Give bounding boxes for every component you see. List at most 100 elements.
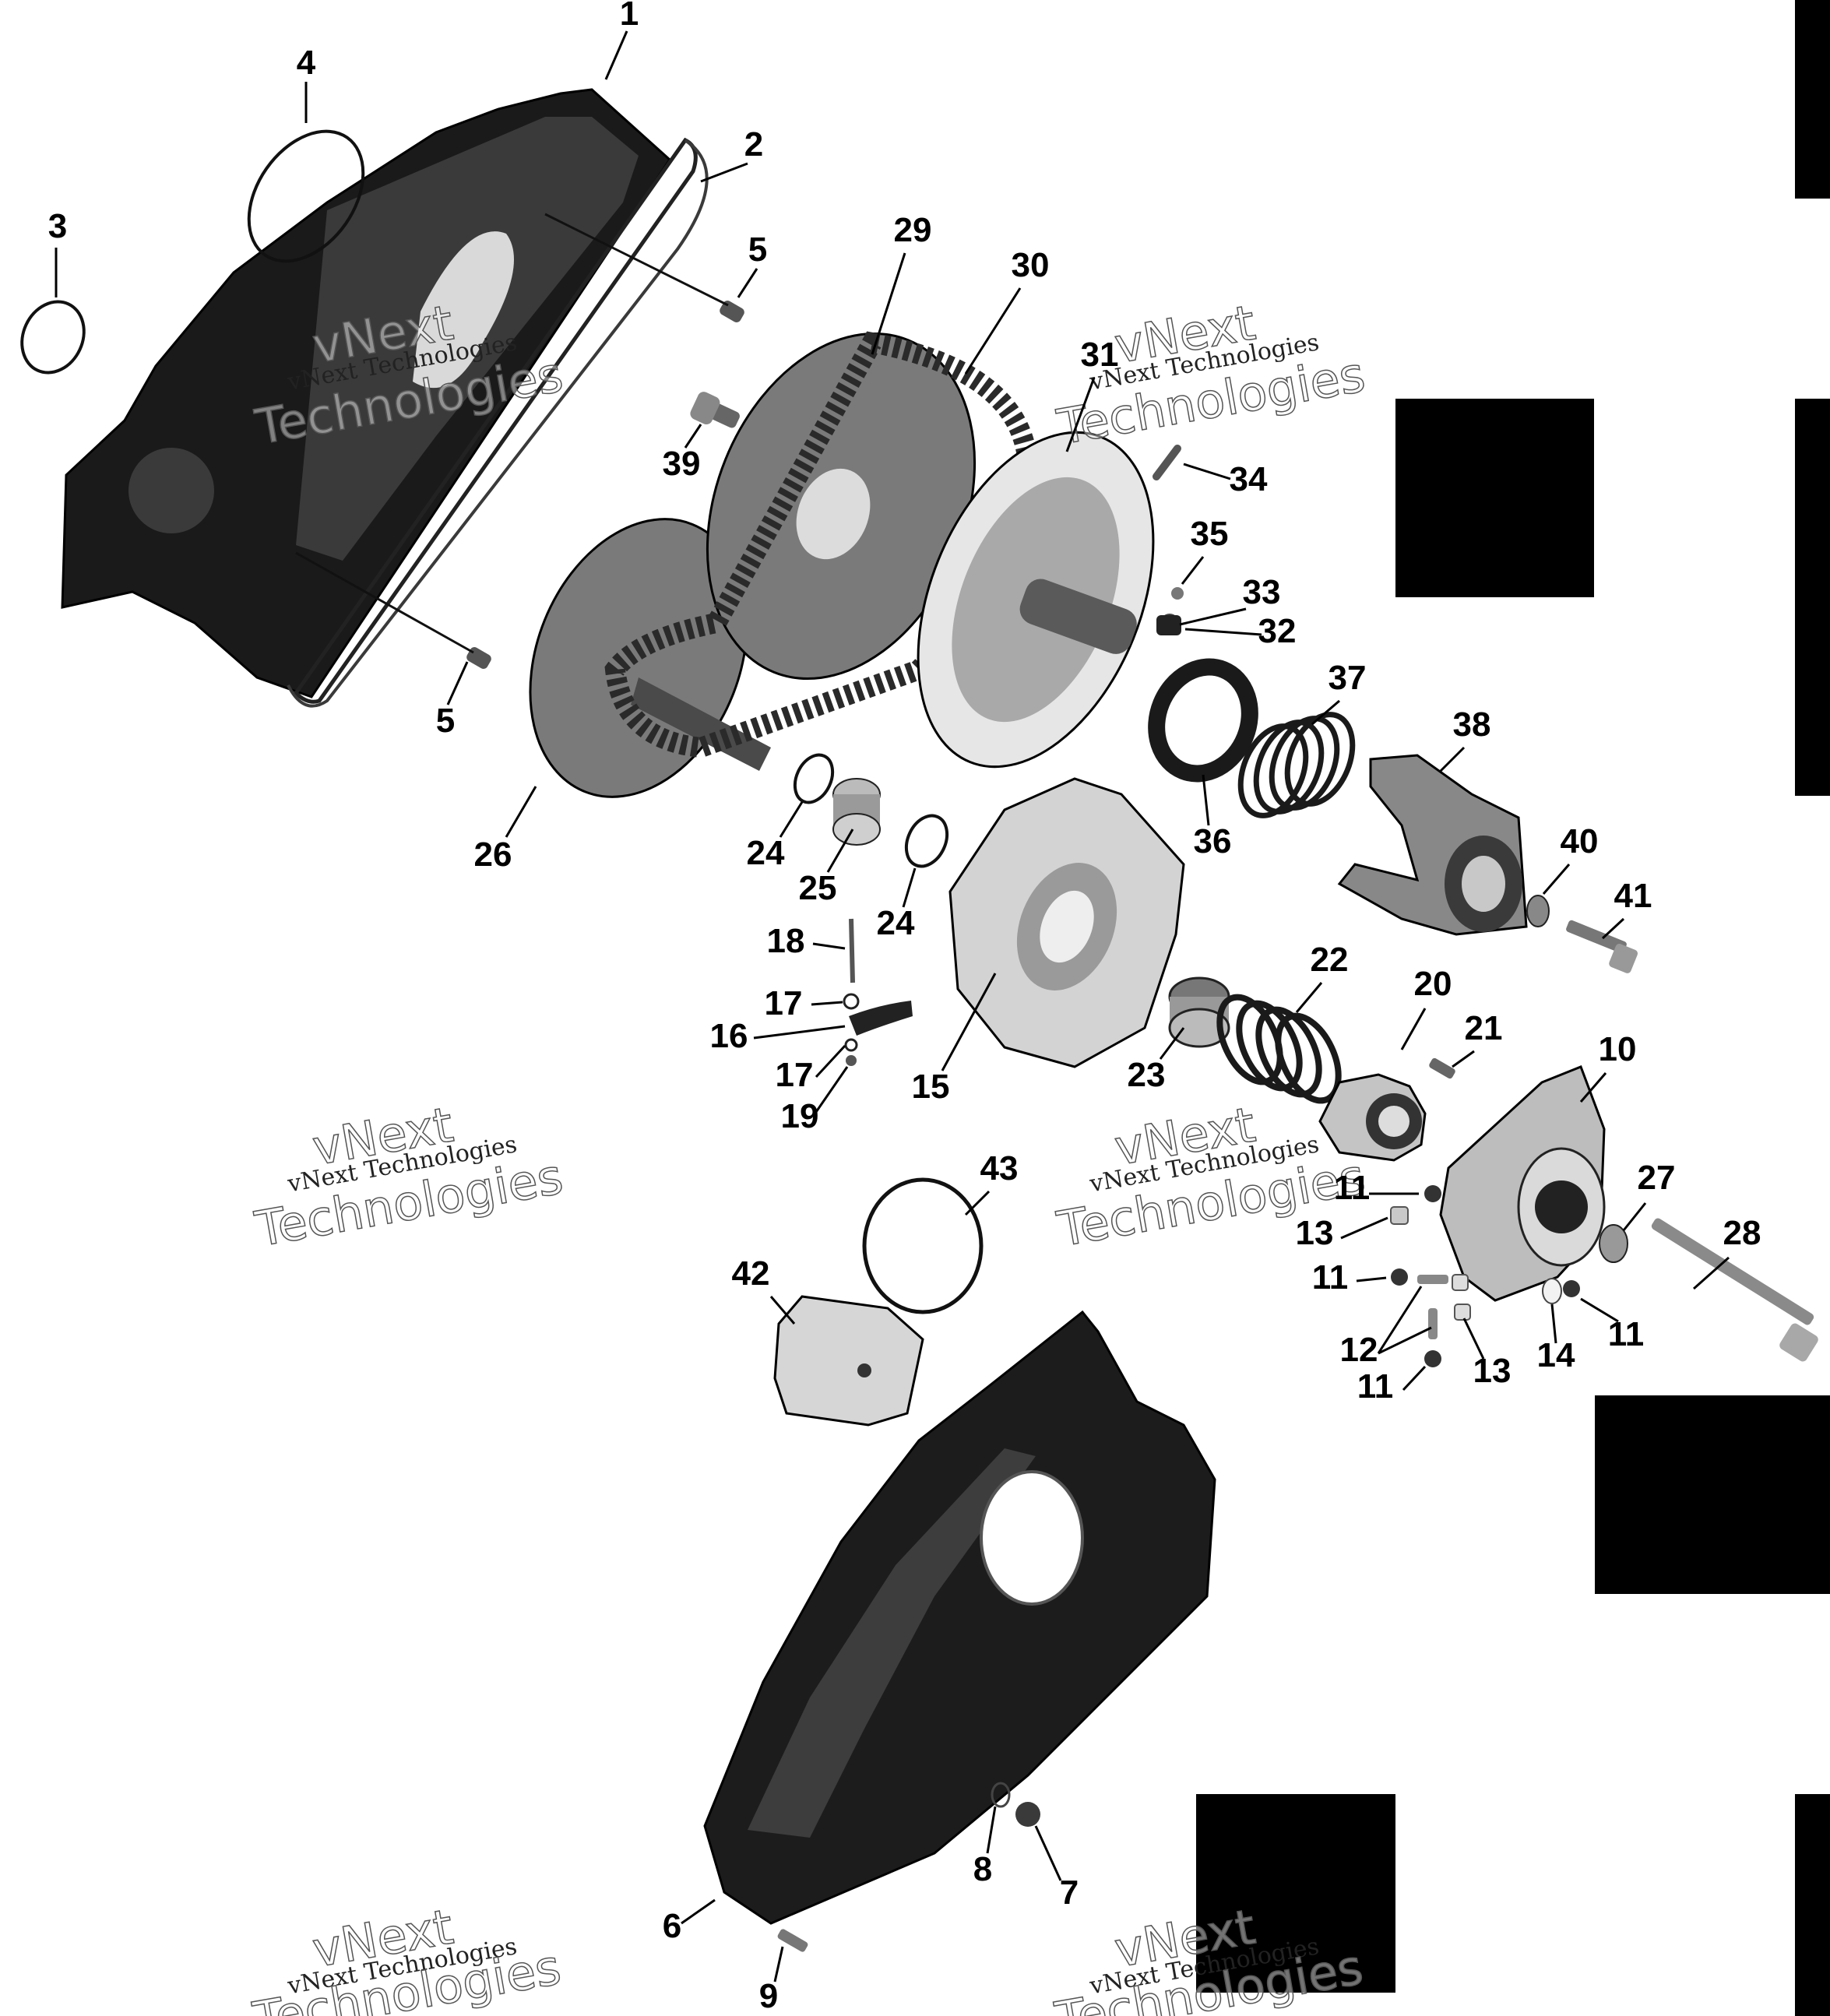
callout-number: 24 <box>747 834 785 872</box>
inspection-cover <box>773 1295 924 1427</box>
cam-ring <box>1148 658 1258 783</box>
callout-leader-line <box>941 973 997 1071</box>
callout-leader-line <box>1065 377 1096 452</box>
callout-number: 33 <box>1243 573 1281 611</box>
housing-screw <box>777 1929 808 1952</box>
bushing-part-13-c <box>1454 1304 1471 1321</box>
drive-pulley-spring <box>1216 994 1342 1104</box>
callout-leader-line <box>826 829 854 873</box>
roller-part-11-c <box>1424 1350 1441 1367</box>
bushing-part-23 <box>1168 976 1230 1048</box>
callout-number: 32 <box>1258 612 1297 650</box>
callout-number: 43 <box>980 1149 1019 1187</box>
callout-number: 31 <box>1081 336 1119 374</box>
callout-number: 30 <box>1012 246 1050 284</box>
callout-5b: 5 <box>436 661 469 740</box>
screw-axis-line-bottom <box>295 551 474 654</box>
callout-leader-line <box>1462 1318 1485 1360</box>
callout-leader-line <box>1311 699 1340 726</box>
callout-number: 21 <box>1465 1009 1503 1047</box>
callout-34: 34 <box>1183 460 1268 498</box>
callout-10: 10 <box>1579 1030 1636 1103</box>
callout-8: 8 <box>973 1806 997 1888</box>
callout-24a: 24 <box>747 801 804 872</box>
callout-number: 1 <box>620 0 639 33</box>
callout-39: 39 <box>663 424 702 483</box>
drive-pulley-fixed-sheave <box>529 518 771 798</box>
callout-36: 36 <box>1194 774 1231 860</box>
pin-part-18 <box>849 918 855 983</box>
callout-number: 12 <box>1340 1331 1378 1369</box>
washer-part-17-lower <box>844 1038 858 1052</box>
redaction-block <box>1795 0 1830 199</box>
callout-number: 2 <box>744 125 763 164</box>
callout-7: 7 <box>1034 1825 1079 1912</box>
callout-1: 1 <box>604 0 639 80</box>
callout-26: 26 <box>474 786 537 874</box>
callout-number: 11 <box>1334 1169 1371 1207</box>
callout-leader-line <box>1202 774 1210 826</box>
callout-number: 18 <box>767 922 805 960</box>
spider-screw <box>1429 1057 1455 1079</box>
callout-31: 31 <box>1065 336 1119 452</box>
roller-part-11-a <box>1424 1185 1441 1202</box>
callout-leader-line <box>1340 1216 1388 1240</box>
callout-leader-line <box>505 786 537 838</box>
callout-leader-line <box>1542 864 1571 895</box>
callout-leader-line <box>1402 1365 1427 1391</box>
redaction-block <box>1795 1794 1830 2016</box>
callout-number: 41 <box>1614 877 1652 915</box>
governor-cup <box>1439 1065 1606 1302</box>
callout-leader-line <box>684 424 702 449</box>
washer-part-14 <box>1542 1278 1562 1304</box>
drive-pulley-movable-sheave <box>948 777 1185 1068</box>
callout-leader-line <box>737 268 758 298</box>
driven-pulley-movable-sheave <box>917 431 1155 769</box>
callout-leader-line <box>681 1898 716 1925</box>
callout-16: 16 <box>710 1017 846 1055</box>
driven-pulley-spring <box>1237 712 1356 818</box>
callout-3: 3 <box>48 207 67 297</box>
callout-leader-line <box>773 1946 784 1983</box>
o-ring-large <box>247 129 365 263</box>
callout-number: 15 <box>912 1068 950 1106</box>
callout-leader-line <box>1295 982 1323 1013</box>
outer-clutch-cover <box>61 88 698 704</box>
callout-number: 19 <box>781 1097 819 1135</box>
callout-4: 4 <box>297 44 316 123</box>
callout-number: 38 <box>1453 705 1491 744</box>
cam-washer <box>1526 895 1550 927</box>
callout-18: 18 <box>767 922 846 960</box>
callout-11b: 11 <box>1312 1258 1387 1297</box>
callout-27: 27 <box>1622 1159 1675 1231</box>
washer-part-35 <box>1171 587 1184 600</box>
callout-number: 13 <box>1473 1352 1512 1390</box>
callout-leader-line <box>1184 628 1262 636</box>
callout-leader-line <box>815 1044 846 1078</box>
callout-number: 34 <box>1230 460 1268 498</box>
driven-pulley-cam <box>1337 754 1528 936</box>
watermark-mid-left: vNext vNext Technologies Technologies <box>250 1096 567 1258</box>
redaction-block <box>1795 399 1830 796</box>
callout-21: 21 <box>1452 1009 1503 1068</box>
callout-30: 30 <box>964 246 1050 375</box>
o-ring-part-24-upper <box>793 753 835 804</box>
o-ring-part-24-lower <box>904 814 949 868</box>
callout-25: 25 <box>799 829 854 907</box>
callout-leader-line <box>815 1066 849 1113</box>
callout-11c: 11 <box>1357 1365 1427 1406</box>
callout-number: 22 <box>1311 941 1349 979</box>
callout-29: 29 <box>871 211 931 355</box>
washer-part-27 <box>1599 1224 1628 1263</box>
callout-number: 8 <box>973 1850 992 1888</box>
callout-leader-line <box>1439 746 1466 772</box>
drain-plug <box>1015 1802 1040 1827</box>
callout-number: 20 <box>1414 965 1452 1003</box>
callout-leader-line <box>986 1806 997 1854</box>
callout-leader-line <box>964 287 1022 375</box>
roller-part-11-d <box>1563 1280 1580 1297</box>
callout-leader-line <box>1034 1825 1062 1881</box>
redaction-block <box>1196 1794 1395 1993</box>
pin-part-34 <box>1153 445 1181 480</box>
